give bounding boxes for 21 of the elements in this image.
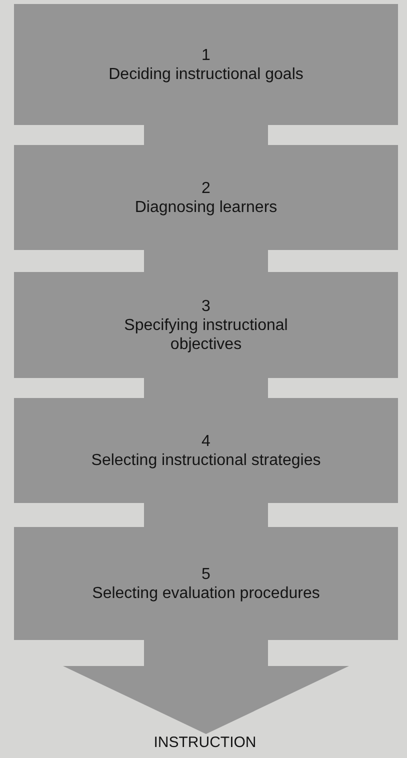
connector-band [144,378,268,398]
step-title: Specifying instructional objectives [123,316,289,354]
step-title: Diagnosing learners [134,198,278,216]
step-title: Selecting instructional strategies [91,450,321,470]
step-number: 2 [202,178,210,198]
step-box [14,527,398,640]
connector-band [144,125,268,145]
connector-band [144,503,268,527]
block-arrow [63,640,349,734]
step-number: 3 [202,296,210,316]
step-box [14,4,398,125]
step-number: 5 [202,564,210,584]
connector-band [144,250,268,272]
step-number: 4 [202,432,210,450]
step-box [14,398,398,503]
step-title: Selecting evaluation procedures [92,584,320,602]
outcome-label: INSTRUCTION [154,734,256,752]
step-number: 1 [202,46,210,64]
step-box [14,145,398,250]
step-box [14,272,398,378]
step-title: Deciding instructional goals [108,64,304,84]
